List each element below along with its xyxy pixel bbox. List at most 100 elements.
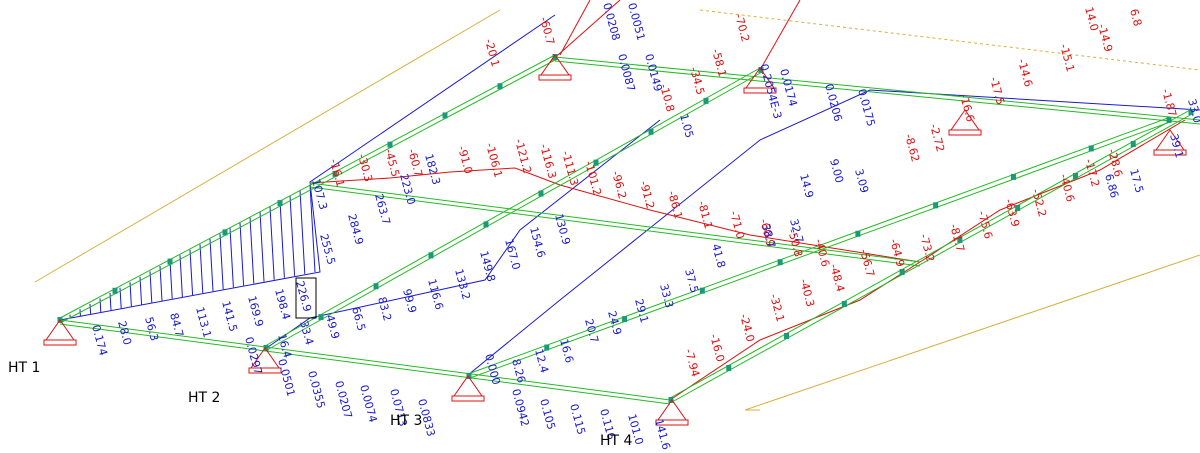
selection-box	[295, 277, 317, 319]
moment-value-label: -7.94	[682, 347, 702, 378]
beam-node	[442, 112, 448, 119]
moment-value-label: 0.105	[537, 397, 558, 431]
moment-value-label: 33.3	[657, 282, 676, 309]
support-label-ht2: HT 2	[188, 390, 220, 406]
moment-value-label: 56.3	[142, 315, 161, 342]
moment-value-label: 9.00	[827, 157, 846, 184]
moment-value-label: -20.1	[482, 37, 502, 68]
beam-node	[593, 159, 599, 166]
moment-value-label: -15.1	[1057, 42, 1077, 73]
moment-value-label: -111.3	[559, 149, 581, 187]
moment-value-label: 49.9	[323, 313, 342, 340]
moment-value-label: 0.0942	[509, 387, 532, 428]
moment-value-label: 0.000	[482, 352, 503, 386]
beam-node	[784, 333, 790, 339]
support-icon	[451, 375, 485, 402]
moment-value-label: 12.4	[532, 347, 551, 374]
moment-value-label: 167.0	[502, 237, 523, 271]
moment-value-label: 14.0	[1082, 5, 1101, 32]
beam-nodes	[57, 54, 1194, 403]
moment-value-label: 255.5	[317, 232, 338, 266]
support-icon	[248, 347, 282, 374]
moment-value-label: 0.0297	[242, 335, 265, 376]
moment-value-label: 0.0208	[600, 1, 623, 42]
support-label-ht1: HT 1	[8, 360, 40, 376]
beam-node	[957, 237, 963, 243]
support-icon	[948, 109, 982, 136]
moment-value-label: -121.2	[512, 137, 534, 175]
moment-value-label: -16.1	[327, 157, 347, 188]
moment-value-label: 0.0355	[305, 369, 328, 410]
beam-node	[466, 373, 472, 379]
moment-value-label: -16.6	[957, 92, 977, 123]
moment-value-label: -116.3	[537, 142, 559, 180]
beam-node	[428, 252, 434, 259]
moment-value-label: 133.2	[452, 267, 473, 301]
support-icon	[1153, 129, 1187, 156]
moment-value-label: 14.9	[797, 172, 816, 199]
moment-value-label: 17.5	[1127, 167, 1146, 194]
beam-node	[699, 287, 705, 294]
beam-node	[277, 200, 283, 207]
moment-value-label: 284.9	[345, 212, 366, 246]
moment-value-label: -2.72	[927, 122, 947, 153]
beam-node	[1015, 205, 1021, 211]
beam-node	[1130, 141, 1136, 147]
beam-node	[855, 230, 861, 237]
moment-value-label: -34.5	[687, 65, 707, 96]
moment-value-label: -81.1	[695, 199, 715, 230]
beams	[59, 54, 1200, 405]
supports	[43, 54, 1187, 426]
moment-value-label: -91.0	[455, 144, 475, 175]
support-label-ht4: HT 4	[600, 433, 633, 449]
moment-value-label: -14.6	[1015, 57, 1035, 88]
beam-node	[1072, 173, 1078, 179]
moment-value-label: 198.4	[272, 287, 293, 321]
moment-value-label: -1.87	[1159, 87, 1179, 118]
support-icon	[743, 67, 777, 94]
moment-value-label: 0.0149	[642, 52, 665, 93]
beam-node	[1166, 117, 1172, 123]
beam-node	[899, 269, 905, 275]
moment-value-label: -16.0	[707, 332, 727, 363]
moment-value-label: 0.0207	[332, 379, 355, 420]
moment-value-label: -73.2	[917, 232, 937, 263]
moment-value-label: -81.7	[947, 222, 967, 253]
moment-value-label: -17.5	[987, 75, 1007, 106]
beam-node	[703, 97, 709, 104]
moment-value-label: -56.7	[857, 247, 877, 278]
beam-node	[538, 190, 544, 197]
moment-value-label: -70.2	[732, 12, 752, 43]
moment-value-label: 169.9	[245, 294, 266, 328]
moment-value-label: -45.5	[382, 147, 402, 178]
beam-node	[483, 221, 489, 228]
beam-node	[332, 170, 338, 177]
moment-value-label: 182.3	[422, 152, 443, 186]
moment-value-label: 6.86	[1102, 172, 1121, 199]
moment-value-label: -8.62	[902, 132, 922, 163]
moment-value-label: 99.9	[400, 287, 419, 314]
moment-value-label: 29.1	[632, 297, 651, 324]
beam-node	[841, 301, 847, 307]
beam-node	[544, 344, 550, 351]
moment-value-label: 149.8	[477, 249, 498, 283]
moment-value-label: 141.5	[219, 299, 240, 333]
moment-value-label: 66.5	[349, 305, 368, 332]
moment-value-label: -71.0	[727, 209, 747, 240]
moment-value-label: 24.9	[605, 309, 624, 336]
support-icon	[43, 319, 77, 346]
beam-node	[1010, 173, 1016, 180]
moment-value-label: 32.7	[787, 217, 806, 244]
moment-value-label: -60.7	[537, 15, 557, 46]
moment-value-label: -64.9	[887, 237, 907, 268]
beam-node	[1188, 109, 1194, 115]
moment-value-label: 0.0501	[275, 357, 298, 398]
moment-value-label: 39.1	[1167, 132, 1186, 159]
beam-node	[263, 345, 269, 351]
moment-value-label: 0.115	[567, 402, 588, 436]
moment-value-label: 3.09	[852, 167, 871, 194]
moment-value-label: -91.2	[637, 179, 657, 210]
moment-value-label: -96.2	[609, 169, 629, 200]
moment-value-label: -24.0	[737, 312, 757, 343]
support-label-ht3: HT 3	[390, 413, 422, 429]
